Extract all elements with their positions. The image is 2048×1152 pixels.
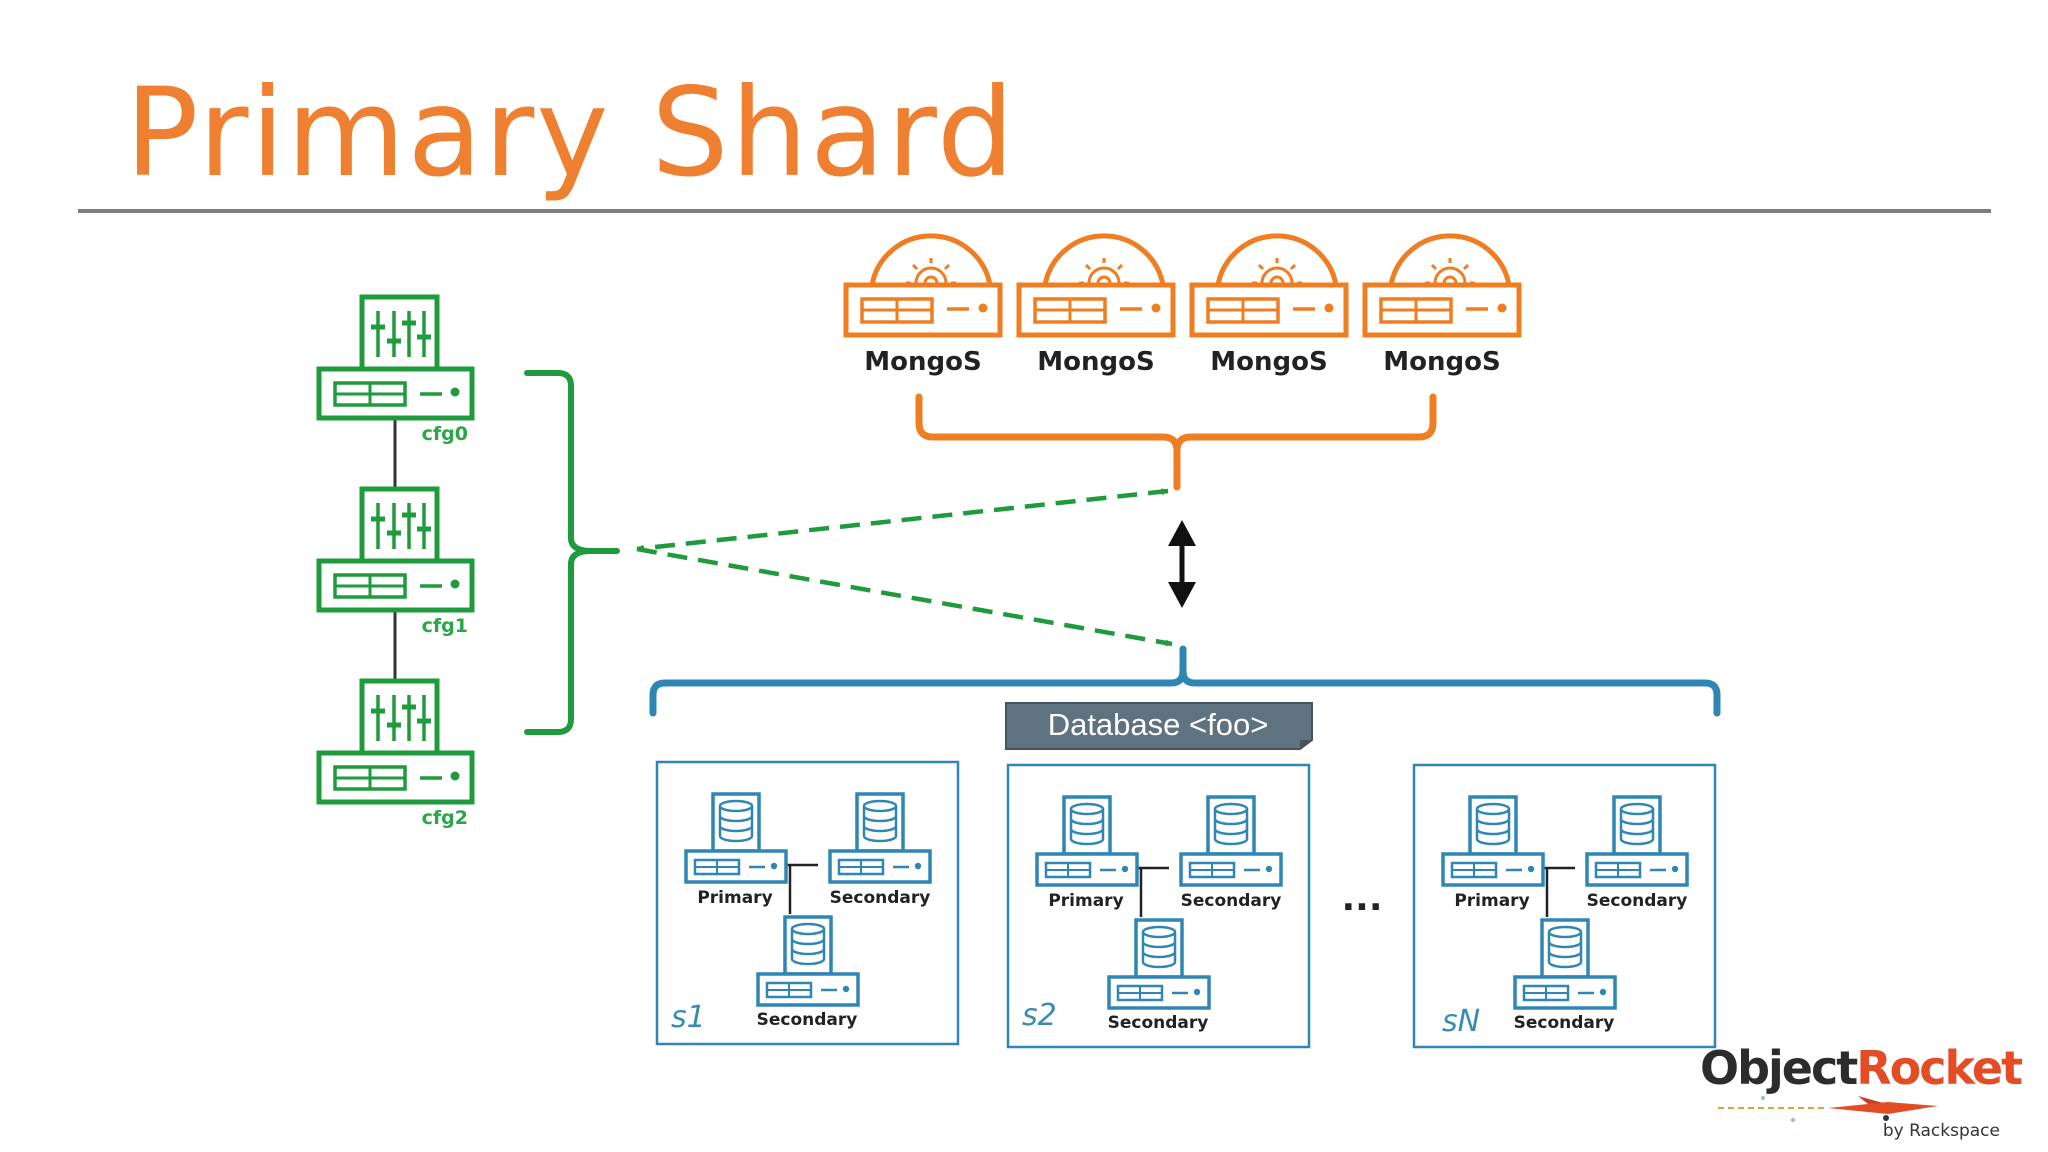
shard-ellipsis: ... bbox=[1341, 878, 1382, 919]
config-server-icon bbox=[319, 489, 472, 610]
node-label-secondary: Secondary bbox=[757, 1010, 858, 1030]
mongos-icon bbox=[846, 236, 1000, 335]
brand-wordmark: ObjectRocket bbox=[1700, 1038, 2023, 1098]
mongos-label: MongoS bbox=[1383, 347, 1500, 377]
config-server-icon bbox=[319, 297, 472, 418]
config-server-label: cfg1 bbox=[422, 615, 468, 637]
mongos-label: MongoS bbox=[864, 347, 981, 377]
config-brace bbox=[524, 370, 620, 735]
mongos-icon bbox=[1192, 236, 1346, 335]
config-server-icon bbox=[319, 681, 472, 802]
database-label: Database <foo> bbox=[1048, 707, 1269, 742]
router-group: MongoS MongoS MongoS MongoS bbox=[846, 236, 1519, 491]
node-label-secondary: Secondary bbox=[1514, 1013, 1615, 1033]
mongos-label: MongoS bbox=[1210, 347, 1327, 377]
dashed-arrow-to-config bbox=[636, 488, 1169, 552]
dashed-arrow-to-shards bbox=[636, 546, 1173, 647]
router-brace bbox=[915, 393, 1437, 491]
brand-wordmark-accent: Rocket bbox=[1856, 1041, 2023, 1095]
brand-tagline: by Rackspace bbox=[1882, 1121, 2000, 1141]
dashed-arrowhead-to-routers bbox=[1161, 488, 1169, 496]
config-server-group: cfg0 cfg1 cfg2 bbox=[319, 297, 620, 829]
brand-wordmark-dark: Object bbox=[1700, 1041, 1858, 1095]
shard-box: Primary Secondary Secondary s1 bbox=[655, 760, 960, 1046]
shard-brace bbox=[649, 645, 1721, 717]
brand-logo: ObjectRocket by Rackspace bbox=[1700, 1038, 2023, 1148]
node-label-secondary: Secondary bbox=[1108, 1013, 1209, 1033]
node-label-secondary: Secondary bbox=[1181, 891, 1282, 911]
shard-label: sN bbox=[1442, 1004, 1480, 1039]
page-title: Primary Shard bbox=[125, 62, 1017, 204]
shard-box: Primary Secondary Secondary s2 bbox=[1006, 763, 1311, 1049]
node-label-primary: Primary bbox=[697, 888, 772, 908]
connection-arrows bbox=[636, 488, 1196, 647]
bidirectional-arrow bbox=[1168, 520, 1196, 608]
shard-box: Primary Secondary Secondary sN bbox=[1412, 763, 1717, 1049]
shard-label: s2 bbox=[1022, 998, 1057, 1033]
database-tag: Database <foo> bbox=[1005, 702, 1313, 750]
config-server-label: cfg0 bbox=[422, 423, 468, 445]
node-label-secondary: Secondary bbox=[830, 888, 931, 908]
node-label-primary: Primary bbox=[1454, 891, 1529, 911]
title-divider bbox=[78, 209, 1991, 213]
node-label-primary: Primary bbox=[1048, 891, 1123, 911]
node-label-secondary: Secondary bbox=[1587, 891, 1688, 911]
rocket-icon bbox=[1718, 1096, 1938, 1122]
shard-label: s1 bbox=[671, 1000, 706, 1035]
mongos-icon bbox=[1019, 236, 1173, 335]
mongos-label: MongoS bbox=[1037, 347, 1154, 377]
mongos-icon bbox=[1365, 236, 1519, 335]
config-server-label: cfg2 bbox=[422, 807, 468, 829]
